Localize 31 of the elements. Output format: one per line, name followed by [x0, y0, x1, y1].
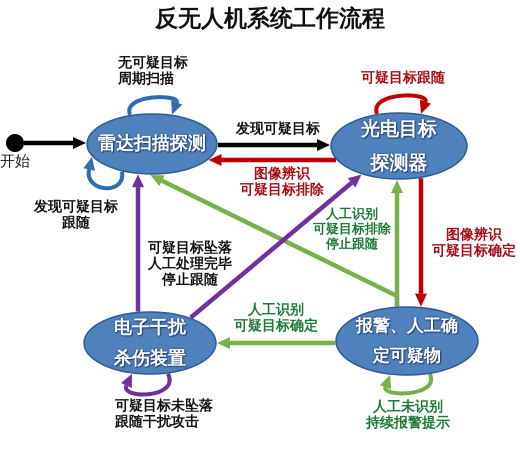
start-dot	[6, 134, 24, 152]
arrow	[189, 174, 362, 320]
title: 反无人机系统工作流程	[155, 5, 385, 33]
arrow	[24, 137, 86, 149]
node-caption: 开始	[0, 153, 30, 170]
edge-label: 人工识别可疑目标确定	[234, 302, 318, 334]
state-ellipse: 光电目标探测器	[330, 112, 468, 180]
edge-label: 可疑目标坠落人工处理完毕停止跟随	[148, 240, 232, 288]
arrow	[217, 337, 336, 349]
arrow	[208, 154, 336, 166]
edge-label: 人工未识别持续报警提示	[366, 399, 450, 431]
loop-arrow	[127, 95, 183, 116]
loop-arrow	[380, 374, 433, 396]
arrow	[132, 174, 144, 312]
edge-label: 发现可疑目标	[236, 121, 320, 137]
loop-arrow	[83, 156, 124, 190]
edge-label: 图像辨识可疑目标确定	[432, 227, 516, 259]
edge-label: 无可疑目标周期扫描	[118, 55, 188, 87]
state-ellipse: 雷达扫描探测	[86, 113, 218, 175]
edge-label: 可疑目标跟随	[361, 70, 445, 86]
state-ellipse: 报警、人工确定可疑物	[335, 306, 479, 376]
edge-label: 可疑目标未坠落跟随干扰攻击	[115, 398, 213, 430]
arrow	[150, 175, 400, 306]
arrow	[415, 178, 427, 307]
loop-arrow	[120, 372, 172, 396]
edge-label: 图像辨识可疑目标排除	[240, 166, 324, 198]
loop-arrow	[374, 94, 432, 114]
state-ellipse: 电子干扰杀伤装置	[83, 311, 217, 375]
edge-label: 发现可疑目标跟随	[34, 199, 118, 231]
edge-label: 人工识别可疑目标排除停止跟随	[313, 207, 391, 252]
arrow	[218, 139, 330, 151]
